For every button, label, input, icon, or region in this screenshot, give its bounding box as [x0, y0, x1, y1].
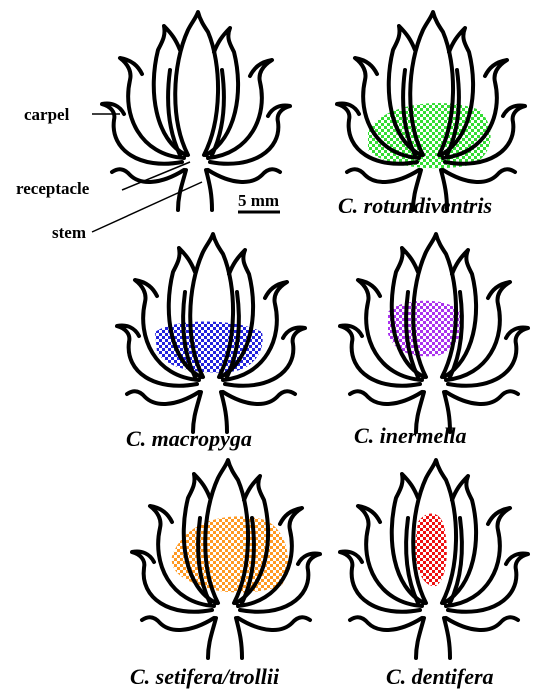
stem-label: stem	[52, 223, 86, 242]
scale-bar-label: 5 mm	[238, 191, 279, 210]
panel-rotundiventris: C. rotundiventris	[337, 12, 525, 218]
species-label-rotundiventris: C. rotundiventris	[338, 193, 492, 218]
highlight-region-dentifera	[414, 513, 447, 586]
panel-dentifera: C. dentifera	[340, 460, 528, 689]
highlight-region-rotundiventris	[368, 103, 491, 168]
stem-pointer	[92, 182, 202, 232]
panel-inermella: C. inermella	[340, 234, 528, 448]
species-label-dentifera: C. dentifera	[386, 664, 494, 689]
panel-reference: carpel receptacle stem 5 mm	[16, 12, 290, 242]
panel-macropyga: C. macropyga	[117, 234, 305, 451]
species-label-setifera: C. setifera/trollii	[130, 664, 280, 689]
species-label-macropyga: C. macropyga	[126, 426, 252, 451]
receptacle-label: receptacle	[16, 179, 90, 198]
carpel-label: carpel	[24, 105, 70, 124]
highlight-region-setifera	[172, 516, 288, 592]
panel-setifera: C. setifera/trollii	[130, 460, 320, 689]
species-label-inermella: C. inermella	[354, 423, 466, 448]
